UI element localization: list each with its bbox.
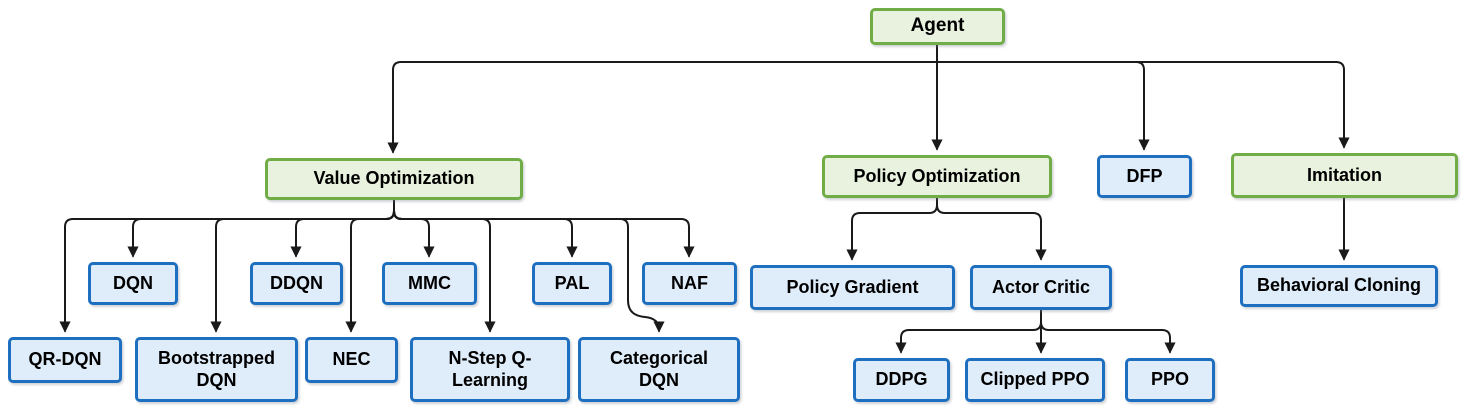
- node-dqn-label: DQN: [113, 272, 153, 293]
- node-nec-label: NEC: [332, 349, 371, 370]
- node-behavioral-cloning: Behavioral Cloning: [1240, 265, 1438, 307]
- edge-value-optimization-pal: [393, 199, 578, 258]
- edge-agent-value-optimization: [387, 44, 938, 154]
- node-clipped-ppo: Clipped PPO: [965, 358, 1105, 402]
- node-categorical-dqn-label: Categorical DQN: [609, 348, 709, 390]
- node-value-optimization: Value Optimization: [265, 158, 523, 200]
- node-pal: PAL: [532, 262, 612, 305]
- node-agent-label: Agent: [910, 15, 965, 37]
- edge-actor-critic-ppo: [1040, 309, 1176, 354]
- node-behavioral-cloning-label: Behavioral Cloning: [1256, 275, 1422, 296]
- node-ddqn: DDQN: [250, 262, 343, 305]
- node-qr-dqn-label: QR-DQN: [28, 349, 102, 370]
- edge-policy-optimization-policy-gradient: [846, 197, 938, 261]
- node-policy-gradient: Policy Gradient: [750, 265, 955, 310]
- node-clipped-ppo-label: Clipped PPO: [980, 369, 1090, 390]
- node-bootstrapped-dqn-label: Bootstrapped DQN: [158, 348, 275, 390]
- node-nec: NEC: [305, 337, 398, 383]
- node-n-step-q-learning: N-Step Q-Learning: [410, 337, 570, 402]
- node-value-optimization-label: Value Optimization: [313, 168, 475, 189]
- edge-policy-optimization-actor-critic: [936, 197, 1047, 261]
- node-naf: NAF: [642, 262, 737, 305]
- node-actor-critic: Actor Critic: [970, 265, 1112, 310]
- node-categorical-dqn: Categorical DQN: [578, 337, 740, 402]
- node-dfp: DFP: [1097, 155, 1192, 198]
- node-policy-gradient-label: Policy Gradient: [786, 276, 919, 297]
- node-policy-optimization: Policy Optimization: [822, 155, 1052, 198]
- edge-value-optimization-dqn: [127, 199, 395, 258]
- node-qr-dqn: QR-DQN: [8, 337, 122, 383]
- node-actor-critic-label: Actor Critic: [991, 276, 1090, 297]
- edge-agent-dfp: [936, 61, 1150, 151]
- node-pal-label: PAL: [554, 272, 590, 293]
- node-ddpg-label: DDPG: [875, 369, 928, 390]
- node-bootstrapped-dqn: Bootstrapped DQN: [135, 337, 298, 402]
- node-mmc: MMC: [382, 262, 477, 305]
- node-policy-optimization-label: Policy Optimization: [853, 165, 1021, 186]
- node-imitation: Imitation: [1231, 153, 1458, 198]
- node-ddqn-label: DDQN: [270, 272, 323, 293]
- node-dqn: DQN: [88, 262, 178, 305]
- node-imitation-label: Imitation: [1307, 164, 1382, 185]
- node-ppo: PPO: [1125, 358, 1215, 402]
- node-ppo-label: PPO: [1150, 369, 1189, 390]
- edge-value-optimization-naf: [393, 199, 695, 258]
- edge-value-optimization-mmc: [393, 199, 435, 258]
- edge-value-optimization-ddqn: [290, 199, 395, 258]
- node-naf-label: NAF: [671, 272, 708, 293]
- edge-actor-critic-ddpg: [895, 309, 1042, 354]
- node-mmc-label: MMC: [408, 272, 451, 293]
- node-agent: Agent: [870, 8, 1005, 45]
- edge-agent-imitation: [936, 61, 1350, 149]
- node-n-step-q-learning-label: N-Step Q-Learning: [448, 348, 532, 390]
- node-ddpg: DDPG: [853, 358, 950, 402]
- node-dfp-label: DFP: [1126, 165, 1163, 186]
